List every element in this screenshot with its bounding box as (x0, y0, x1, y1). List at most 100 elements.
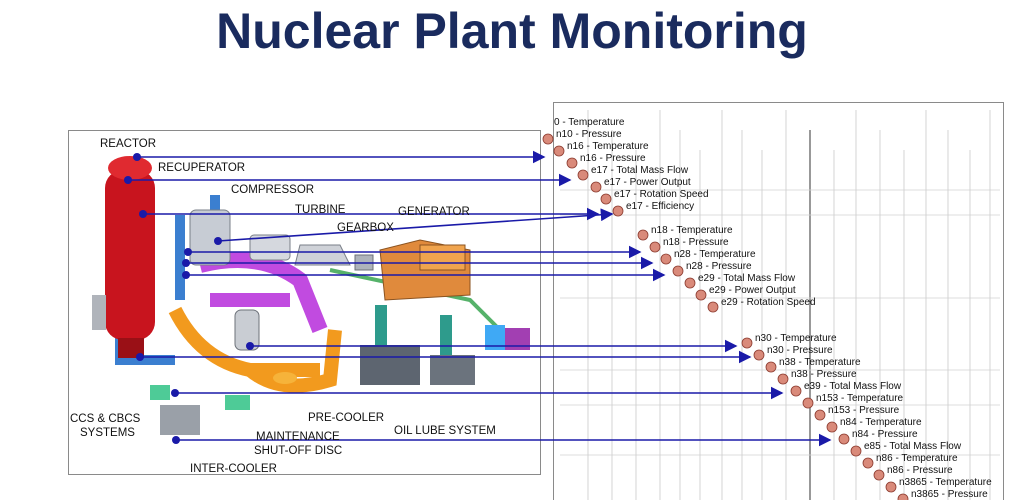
sensor-point[interactable] (139, 210, 147, 218)
sensor-graph-panel (553, 102, 1004, 500)
label-oil-lube-system: OIL LUBE SYSTEM (394, 425, 496, 437)
graph-node[interactable] (660, 253, 672, 265)
label-ccs: CCS & CBCS (70, 413, 141, 425)
sensor-arrows (124, 150, 832, 447)
pre-cooler (234, 309, 260, 351)
graph-node[interactable] (553, 145, 565, 157)
graph-node-label: n38 - Pressure (791, 369, 857, 380)
label-generator: GENERATOR (398, 206, 470, 218)
label-turbine: TURBINE (295, 204, 346, 216)
graph-node-label: n10 - Pressure (556, 129, 622, 140)
graph-node[interactable] (577, 169, 589, 181)
turbine (294, 244, 351, 266)
shutoff-disc (273, 372, 297, 384)
graph-node[interactable] (637, 229, 649, 241)
graph-node[interactable] (590, 181, 602, 193)
label-inter-cooler: INTER-COOLER (190, 463, 277, 475)
graph-node[interactable] (684, 277, 696, 289)
graph-node-label: e17 - Total Mass Flow (591, 165, 689, 176)
orange-pipe (168, 306, 320, 377)
compressor (249, 234, 291, 261)
graph-node[interactable] (707, 301, 719, 313)
sensor-arrow (217, 208, 614, 242)
graph-node[interactable] (826, 421, 838, 433)
sensor-point[interactable] (171, 389, 179, 397)
graph-node[interactable] (765, 361, 777, 373)
right-box-blue (485, 325, 505, 350)
sensor-point[interactable] (182, 259, 190, 267)
graph-node-markers (542, 133, 909, 500)
graph-node-label: e17 - Efficiency (626, 201, 695, 212)
graph-node[interactable] (672, 265, 684, 277)
graph-node-label: e85 - Total Mass Flow (864, 441, 962, 452)
graph-node-label: n28 - Temperature (674, 249, 756, 260)
graph-node[interactable] (542, 133, 554, 145)
graph-node-label: n18 - Pressure (663, 237, 729, 248)
label-reactor: REACTOR (100, 138, 157, 150)
sensor-point[interactable] (246, 342, 254, 350)
graph-node[interactable] (862, 457, 874, 469)
graph-node-label: n153 - Pressure (828, 405, 900, 416)
graph-node[interactable] (695, 289, 707, 301)
sensor-point[interactable] (124, 176, 132, 184)
sensor-point[interactable] (184, 248, 192, 256)
graph-grid (560, 110, 1000, 500)
graph-node-label: n153 - Temperature (816, 393, 904, 404)
graph-node-label: n3865 - Temperature (899, 477, 992, 488)
graph-node[interactable] (897, 493, 909, 500)
graph-node-label: e29 - Power Output (709, 285, 796, 296)
graph-node-label: n18 - Temperature (651, 225, 733, 236)
label-ccs-systems: SYSTEMS (80, 427, 135, 439)
graph-node-label: e17 - Power Output (604, 177, 691, 188)
sensor-point[interactable] (133, 153, 141, 161)
sensor-point[interactable] (182, 271, 190, 279)
graph-node-label: n84 - Pressure (852, 429, 918, 440)
oil-lube-skid-2 (430, 355, 475, 385)
graph-node-label: n3865 - Pressure (911, 489, 988, 500)
graph-node-label: n86 - Temperature (876, 453, 958, 464)
label-recuperator: RECUPERATOR (158, 162, 246, 174)
graph-node[interactable] (850, 445, 862, 457)
graph-node[interactable] (777, 373, 789, 385)
graph-node[interactable] (612, 205, 624, 217)
page-title: Nuclear Plant Monitoring (216, 3, 808, 59)
graph-node-label: e17 - Rotation Speed (614, 189, 709, 200)
graph-node[interactable] (753, 349, 765, 361)
graph-node-label: n30 - Temperature (755, 333, 837, 344)
graph-node-label: e39 - Total Mass Flow (804, 381, 902, 392)
sensor-point[interactable] (172, 436, 180, 444)
label-pre-cooler: PRE-COOLER (308, 412, 385, 424)
graph-node[interactable] (814, 409, 826, 421)
graph-node-label: n16 - Pressure (580, 153, 646, 164)
graph-node[interactable] (600, 193, 612, 205)
graph-node[interactable] (873, 469, 885, 481)
graph-node-label: 0 - Temperature (554, 117, 625, 128)
green-pipe (329, 268, 502, 332)
graph-node-label: n86 - Pressure (887, 465, 953, 476)
graph-node-label: e29 - Total Mass Flow (698, 273, 796, 284)
graph-node[interactable] (741, 337, 753, 349)
sensor-point[interactable] (136, 353, 144, 361)
oil-lube-skid-1 (360, 345, 420, 385)
graph-node[interactable] (802, 397, 814, 409)
graph-node[interactable] (885, 481, 897, 493)
graph-node[interactable] (649, 241, 661, 253)
graph-node[interactable] (838, 433, 850, 445)
right-box-purple (505, 328, 530, 350)
graph-node-label: n16 - Temperature (567, 141, 649, 152)
orange-pipe-2 (245, 329, 342, 393)
graph-node-label: n28 - Pressure (686, 261, 752, 272)
graph-node[interactable] (790, 385, 802, 397)
graph-node-label: n84 - Temperature (840, 417, 922, 428)
reactor-vessel (105, 170, 155, 340)
label-compressor: COMPRESSOR (231, 184, 315, 196)
label-maintenance: MAINTENANCE (256, 431, 340, 443)
recuperator (189, 209, 231, 266)
graph-node[interactable] (566, 157, 578, 169)
sensor-point[interactable] (214, 237, 222, 245)
graph-node-label: n38 - Temperature (779, 357, 861, 368)
inter-cooler (160, 405, 200, 435)
label-shutoff-disc: SHUT-OFF DISC (254, 445, 343, 457)
graph-node-label: e29 - Rotation Speed (721, 297, 816, 308)
